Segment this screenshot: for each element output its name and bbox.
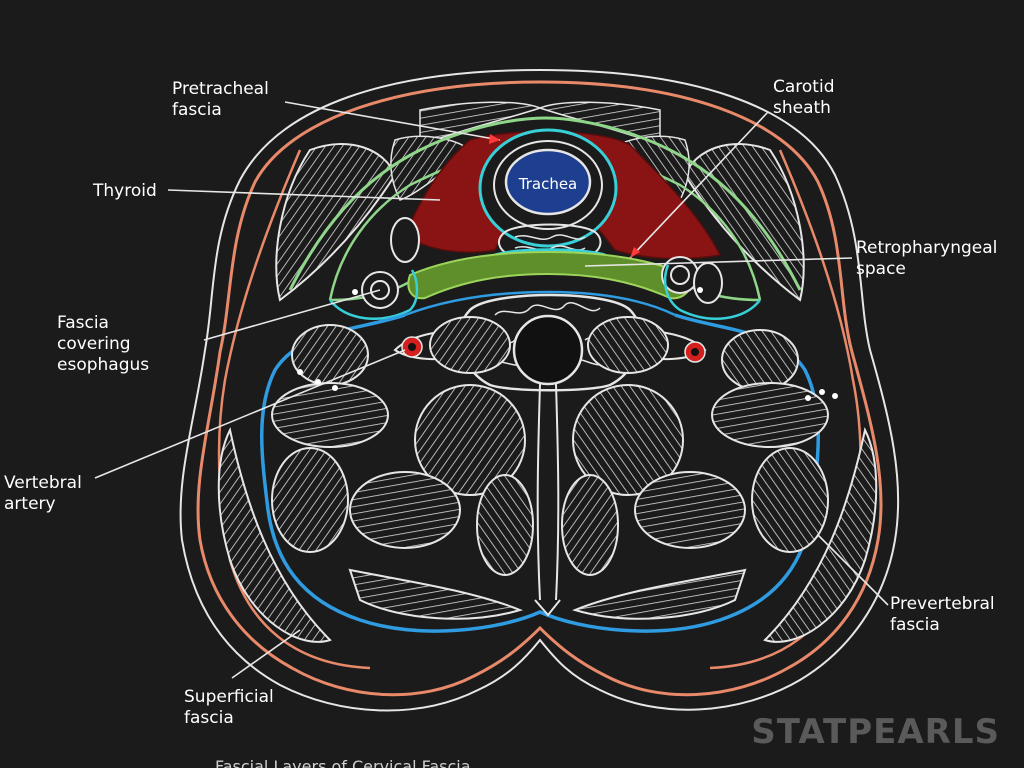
leader-arrowheads [489, 134, 640, 258]
carotid-sheath-fascia-right [663, 264, 761, 320]
outer-muscle-left [217, 427, 332, 643]
multifidus-right [561, 474, 619, 576]
spinal-canal [512, 314, 584, 386]
label-line: fascia [890, 615, 940, 635]
superficial-fascia-line [196, 80, 883, 697]
leader-lines [94, 101, 889, 679]
label-line: esophagus [57, 355, 150, 375]
leader-carotid [629, 111, 769, 259]
label-line: Fascia [57, 313, 109, 333]
trachea-lumen [504, 148, 592, 216]
splenius-left [349, 471, 461, 549]
leader-esophagus [203, 289, 381, 341]
label-line: covering [57, 334, 131, 354]
label-line: fascia [172, 100, 222, 120]
arrowhead-pretracheal [489, 134, 500, 144]
diagram-caption: Fascial Layers of Cervical Fascia [215, 757, 471, 768]
leader-prevertebral [817, 534, 889, 606]
label-line: Pretracheal [172, 79, 269, 99]
posterior-muscle-left [271, 447, 349, 553]
vertebral-artery-right-lumen [691, 348, 699, 356]
longus-colli-right [587, 316, 669, 374]
leader-pretracheal [284, 101, 501, 141]
carotid-artery-right [670, 265, 690, 285]
scalene-left [291, 324, 369, 386]
semispinalis-left [414, 384, 526, 496]
label-line: Retropharyngeal [856, 238, 998, 258]
leader-superficial [231, 629, 301, 679]
scalene-right [721, 329, 799, 391]
label-line: space [856, 259, 906, 279]
label-carotid-sheath: Carotid sheath [773, 77, 834, 119]
splenius-right [634, 471, 746, 549]
jugular-vein-right [693, 262, 723, 304]
node [832, 393, 838, 399]
node [805, 395, 811, 401]
statpearls-watermark: STATPEARLS [751, 712, 1000, 752]
trapezius-left [348, 568, 524, 620]
carotid-sheath-fascia-left [329, 269, 419, 320]
prevertebral-fascia-front [404, 290, 676, 317]
label-line: Prevertebral [890, 594, 995, 614]
trachea-inner-ring [493, 140, 603, 230]
trachea-label: Trachea [518, 175, 578, 193]
node [697, 287, 703, 293]
node [297, 369, 303, 375]
multifidus-left [476, 474, 534, 576]
pretracheal-fascia-line [288, 116, 802, 291]
skin-outline [179, 68, 900, 712]
outer-muscle-right [763, 427, 878, 643]
label-fascia-covering-esophagus: Fascia covering esophagus [57, 313, 149, 376]
semispinalis-right [572, 384, 684, 496]
label-vertebral-artery: Vertebral artery [4, 473, 82, 515]
nuchal-ligament [536, 383, 560, 601]
label-line: Vertebral [4, 473, 82, 493]
vertebral-artery-lumen [408, 343, 416, 351]
node [332, 385, 338, 391]
leader-thyroid [167, 189, 441, 201]
label-line: artery [4, 494, 56, 514]
carotid-artery-left [370, 280, 390, 300]
spinous-tip [534, 599, 561, 617]
leader-vertebral [94, 349, 406, 479]
node [315, 379, 321, 385]
label-line: fascia [184, 708, 234, 728]
trapezius-right [571, 568, 747, 620]
arrowhead-carotid [630, 247, 640, 258]
levator-right [711, 382, 829, 448]
label-pretracheal-fascia: Pretracheal fascia [172, 79, 269, 121]
label-thyroid: Thyroid [93, 181, 157, 202]
label-line: Carotid [773, 77, 835, 97]
label-retropharyngeal-space: Retropharyngeal space [856, 238, 997, 280]
label-line: Superficial [184, 687, 274, 707]
label-line: sheath [773, 98, 831, 118]
leader-retropharyngeal [584, 257, 853, 267]
label-line: Thyroid [93, 181, 157, 201]
longus-colli-left [429, 316, 511, 374]
label-prevertebral-fascia: Prevertebral fascia [890, 594, 995, 636]
node [352, 289, 358, 295]
levator-left [271, 382, 389, 448]
jugular-vein-left [390, 217, 420, 263]
label-superficial-fascia: Superficial fascia [184, 687, 274, 729]
node [819, 389, 825, 395]
posterior-muscle-right [751, 447, 829, 553]
